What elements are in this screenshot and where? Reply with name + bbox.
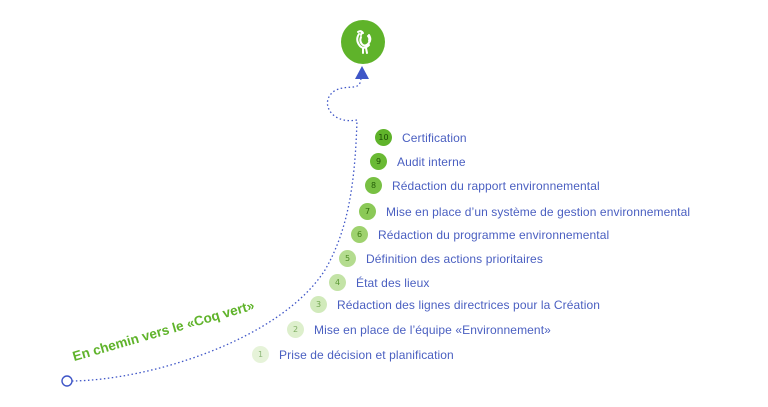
dotted-path	[71, 119, 358, 382]
step-label: Définition des actions prioritaires	[366, 251, 543, 266]
step-number-badge: 10	[375, 129, 392, 146]
step-label: Certification	[402, 130, 467, 145]
step-label: Rédaction du rapport environnemental	[392, 178, 600, 193]
rooster-logo-icon	[341, 20, 385, 64]
step-item: 7 Mise en place d’un système de gestion e…	[359, 203, 690, 220]
step-item: 9 Audit interne	[370, 153, 466, 170]
arrow-head-icon	[355, 66, 369, 79]
step-item: 1 Prise de décision et planification	[252, 346, 454, 363]
step-number-badge: 4	[329, 274, 346, 291]
step-item: 6 Rédaction du programme environnemental	[351, 226, 609, 243]
step-label: Mise en place de l’équipe «Environnement…	[314, 322, 551, 337]
step-label: Rédaction du programme environnemental	[378, 227, 610, 242]
step-item: 10 Certification	[375, 129, 467, 146]
step-label: Mise en place d’un système de gestion en…	[386, 204, 691, 219]
step-number-badge: 2	[287, 321, 304, 338]
step-label: Audit interne	[397, 154, 466, 169]
step-number-badge: 7	[359, 203, 376, 220]
step-label: État des lieux	[356, 275, 430, 290]
step-item: 4 État des lieux	[329, 274, 429, 291]
step-item: 5 Définition des actions prioritaires	[339, 250, 543, 267]
step-number-badge: 8	[365, 177, 382, 194]
step-item: 2 Mise en place de l’équipe «Environnemen…	[287, 321, 551, 338]
step-number-badge: 6	[351, 226, 368, 243]
start-circle	[61, 375, 73, 387]
step-item: 8 Rédaction du rapport environnemental	[365, 177, 600, 194]
step-item: 3 Rédaction des lignes directrices pour l…	[310, 296, 600, 313]
step-number-badge: 9	[370, 153, 387, 170]
step-number-badge: 3	[310, 296, 327, 313]
step-number-badge: 5	[339, 250, 356, 267]
step-number-badge: 1	[252, 346, 269, 363]
step-label: Prise de décision et planification	[279, 347, 454, 362]
step-label: Rédaction des lignes directrices pour la…	[337, 297, 601, 312]
dotted-loop	[326, 77, 362, 122]
